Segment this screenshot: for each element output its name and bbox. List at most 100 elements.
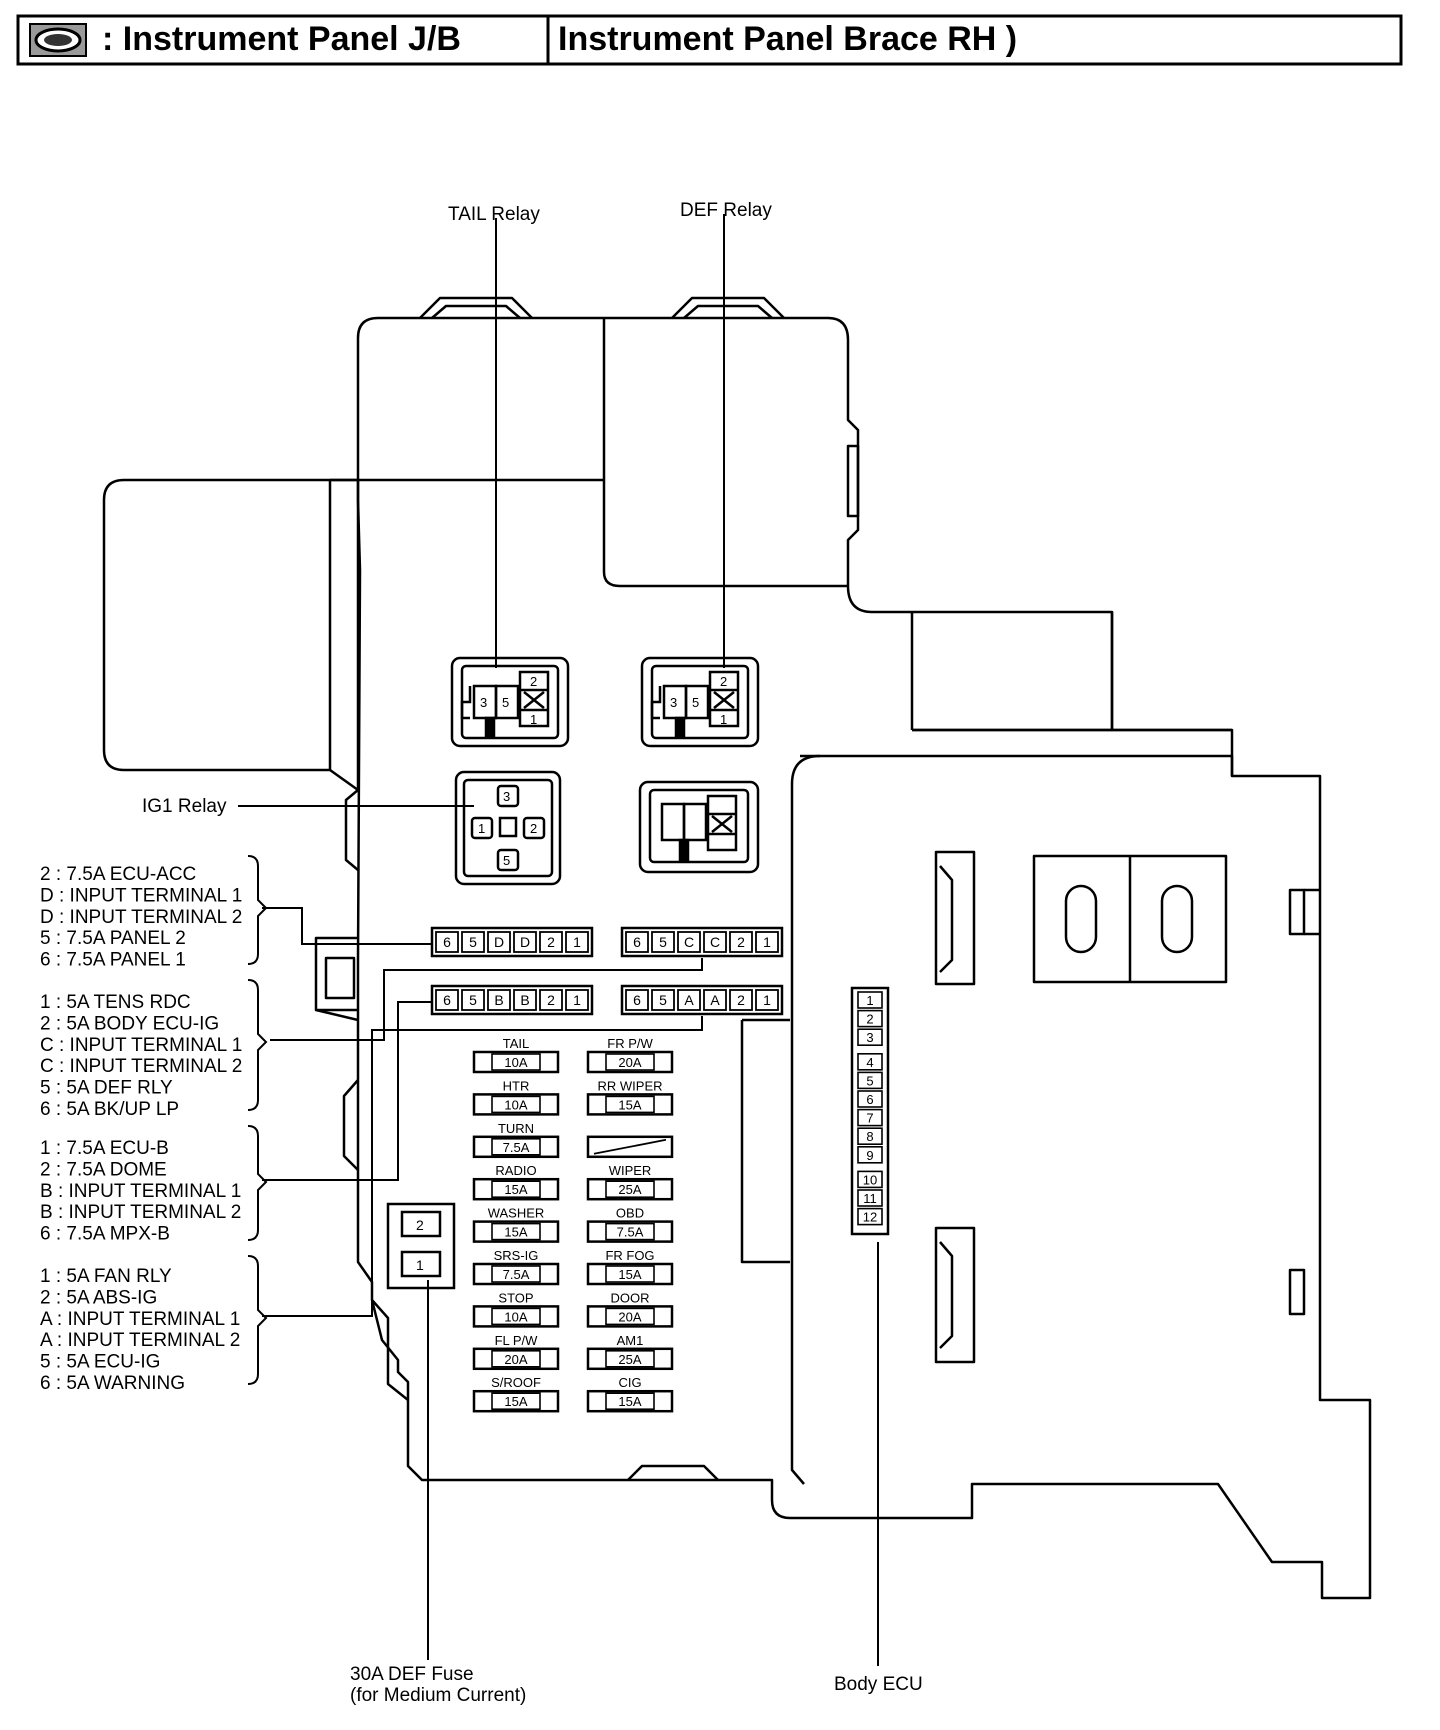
fuse-rating: 25A [618, 1182, 641, 1197]
group-line: 6 : 7.5A MPX-B [40, 1224, 170, 1245]
fuse-name: OBD [616, 1206, 644, 1221]
connector-cell [625, 931, 649, 953]
group-line: 1 : 5A TENS RDC [40, 992, 191, 1013]
fuse-left[interactable]: SRS-IG7.5A [472, 1248, 560, 1286]
ig1-relay-pin-3: 3 [503, 789, 510, 804]
def-fuse-label: 30A DEF Fuse [350, 1664, 474, 1685]
tail-relay-pin-2: 2 [530, 674, 537, 689]
fuse-rating: 25A [618, 1352, 641, 1367]
group-line: B : INPUT TERMINAL 2 [40, 1202, 241, 1223]
group-line: C : INPUT TERMINAL 1 [40, 1035, 242, 1056]
def-relay-pin-5: 5 [692, 695, 699, 710]
fuse-name: FL P/W [495, 1333, 539, 1348]
connector-cell [729, 989, 753, 1011]
fuse-rating: 15A [618, 1267, 641, 1282]
fuse-rating: 10A [504, 1097, 527, 1112]
connector-cell [677, 931, 701, 953]
connector-pin-label: A [684, 992, 694, 1008]
ig1-relay-pin-2: 2 [530, 821, 537, 836]
ecu-pin-cell [857, 1028, 883, 1046]
connector-pin-label: 1 [763, 992, 771, 1008]
fuse-right[interactable]: WIPER 25A [586, 1163, 674, 1201]
tail-relay-pin-5: 5 [502, 695, 509, 710]
ecu-pin-cell [857, 1009, 883, 1028]
def-relay[interactable] [640, 656, 760, 748]
group-line: 5 : 7.5A PANEL 2 [40, 928, 186, 949]
ecu-pin-label: 10 [863, 1172, 877, 1187]
def-relay-label: DEF Relay [680, 200, 772, 221]
fuse-name: WASHER [488, 1206, 545, 1221]
connector-cell [651, 931, 675, 953]
connector-pin-label: 2 [737, 934, 745, 950]
fuse-left[interactable]: TURN 7.5A [472, 1121, 560, 1159]
connector-pin-label: C [710, 934, 720, 950]
fuse-rating: 20A [618, 1309, 641, 1324]
fuse-name: RR WIPER [598, 1078, 663, 1093]
fuse-rating: 7.5A [617, 1225, 644, 1240]
connector-cell [487, 989, 511, 1011]
fuse-rating: 7.5A [503, 1140, 530, 1155]
group-line: A : INPUT TERMINAL 1 [40, 1309, 240, 1330]
body-ecu-label: Body ECU [834, 1674, 923, 1695]
connector-pin-label: 5 [469, 992, 477, 1008]
fuse-left[interactable]: FL P/W 20A [472, 1333, 560, 1371]
group-brackets [247, 855, 268, 1385]
connector-pin-label: 5 [659, 992, 667, 1008]
fuse-right[interactable]: OBD 7.5A [586, 1206, 674, 1243]
header-title: : Instrument Panel J/B [102, 20, 461, 58]
connector-pin-label: D [494, 934, 504, 950]
fuse-name: TURN [498, 1121, 534, 1136]
tail-relay[interactable] [450, 656, 570, 748]
connector-cell [435, 989, 459, 1011]
ecu-pin-label: 2 [866, 1012, 873, 1027]
header-bar: : Instrument Panel J/B Instrument Panel … [16, 14, 1403, 66]
group-line: B : INPUT TERMINAL 1 [40, 1181, 241, 1202]
spare-relay[interactable] [638, 780, 760, 874]
fuse-name: SRS-IG [494, 1248, 539, 1263]
ecu-pin-label: 6 [866, 1092, 873, 1107]
fuse-rating: 10A [504, 1309, 527, 1324]
group-line: D : INPUT TERMINAL 1 [40, 885, 242, 906]
group-line: 2 : 5A ABS-IG [40, 1287, 157, 1308]
connector-cell [513, 931, 537, 953]
def-fuse-30a[interactable] [386, 1202, 456, 1290]
fuse-rating: 15A [504, 1394, 527, 1409]
ecu-pin-cell [857, 1071, 883, 1090]
fuse-name: WIPER [609, 1163, 652, 1178]
ig1-relay[interactable] [454, 770, 562, 886]
ecu-pin-cell [857, 1146, 883, 1164]
connector-cell [487, 931, 511, 953]
fuse-name: AM1 [617, 1333, 644, 1348]
connector-pin-label: 6 [443, 934, 451, 950]
fuse-rating: 20A [504, 1352, 527, 1367]
connector-pin-label: 6 [443, 992, 451, 1008]
group-line: C : INPUT TERMINAL 2 [40, 1056, 242, 1077]
fuse-rating: 20A [618, 1055, 641, 1070]
group-line: 5 : 5A DEF RLY [40, 1078, 173, 1099]
connector-cell [703, 931, 727, 953]
fuse-right[interactable] [586, 1135, 674, 1159]
def-fuse-label-note: (for Medium Current) [350, 1685, 526, 1706]
junction-block-housing [102, 296, 1372, 1600]
fuse-rating: 10A [504, 1055, 527, 1070]
